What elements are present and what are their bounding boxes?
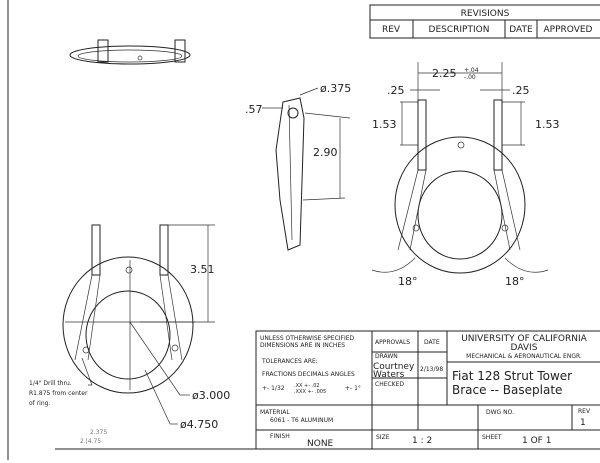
material-value: 6061 - T6 ALUMINUM <box>270 417 333 424</box>
drawing-title-line2: Brace -- Baseplate <box>452 383 562 397</box>
finish-label: FINISH <box>270 433 290 440</box>
drawn-name-last: Waters <box>373 370 405 380</box>
plan-view-right: 2.25 +.04 -.00 .25 .25 1.53 1.53 18° 18° <box>371 62 560 288</box>
dim-front-height: 3.51 <box>190 263 215 276</box>
description-column: DESCRIPTION <box>429 25 490 35</box>
spec-line2: DIMENSIONS ARE IN INCHES <box>260 342 345 349</box>
drill-note-line2: R1.875 from center <box>29 390 88 397</box>
date-label: DATE <box>424 339 440 346</box>
org-campus: DAVIS <box>511 343 538 353</box>
dim-angle-left: 18° <box>398 275 418 288</box>
revisions-table: REVISIONS REV DESCRIPTION DATE APPROVED <box>369 4 600 39</box>
drill-note-line3: of ring. <box>29 400 50 407</box>
dim-height-left: 1.53 <box>372 118 397 131</box>
dim-side-hole: ø.375 <box>320 82 351 95</box>
rev-column: REV <box>382 25 401 35</box>
approved-column: APPROVED <box>544 25 593 35</box>
checked-label: CHECKED <box>375 381 404 388</box>
size-value: 1 : 2 <box>412 436 432 446</box>
dim-top-width: 2.25 <box>432 67 457 80</box>
dim-top-tol-plus: +.04 <box>464 67 479 74</box>
handwritten-note-1: 2.375 <box>90 429 107 436</box>
handwritten-note-2: 2.|4.75 <box>80 438 101 445</box>
side-view: ø.375 .57 2.90 <box>245 82 351 251</box>
drawn-name-first: Courtney <box>373 362 415 372</box>
title-block: UNLESS OTHERWISE SPECIFIED DIMENSIONS AR… <box>255 330 600 450</box>
drill-note-line1: 1/4" Drill thru. <box>29 380 72 387</box>
dim-height-right: 1.53 <box>535 118 560 131</box>
isometric-view <box>69 39 191 65</box>
drill-note: 1/4" Drill thru. R1.875 from center of r… <box>29 380 107 445</box>
size-label: SIZE <box>376 434 390 441</box>
revisions-title: REVISIONS <box>461 9 510 19</box>
rev-label: REV <box>578 408 591 415</box>
tolerance-decimals-xx: .XX +- .02 <box>294 383 320 389</box>
dim-outer-dia: ø4.750 <box>180 418 218 431</box>
rev-value: 1 <box>580 418 586 428</box>
spec-line1: UNLESS OTHERWISE SPECIFIED <box>260 335 355 342</box>
drawn-date: 2/13/98 <box>420 366 443 373</box>
plan-view-left: 3.51 ø3.000 ø4.750 <box>62 224 230 431</box>
drawn-label: DRAWN <box>375 353 398 360</box>
dim-side-offset: .57 <box>245 103 263 116</box>
tolerance-decimals-xxx: .XXX +- .005 <box>294 389 326 395</box>
drawing-title-line1: Fiat 128 Strut Tower <box>452 369 572 383</box>
dim-inner-dia: ø3.000 <box>192 389 230 402</box>
approvals-label: APPROVALS <box>375 339 410 346</box>
dim-tab-right: .25 <box>512 84 530 97</box>
dim-angle-right: 18° <box>505 275 525 288</box>
dim-top-tol-minus: -.00 <box>464 74 476 81</box>
org-name: UNIVERSITY OF CALIFORNIA <box>461 334 587 344</box>
tolerance-angles: +- 1° <box>345 385 361 392</box>
tolerance-headers: FRACTIONS DECIMALS ANGLES <box>262 371 355 378</box>
tolerance-fractions: +- 1/32 <box>262 385 285 392</box>
sheet-value: 1 OF 1 <box>522 436 551 446</box>
dim-tab-left: .25 <box>387 84 405 97</box>
finish-value: NONE <box>307 439 334 449</box>
tolerances-label: TOLERANCES ARE: <box>261 358 318 365</box>
date-column: DATE <box>509 25 533 35</box>
sheet-label: SHEET <box>482 434 502 441</box>
dwg-no-label: DWG NO. <box>486 409 514 416</box>
dim-side-length: 2.90 <box>313 146 338 159</box>
material-label: MATERIAL <box>260 409 290 416</box>
org-department: MECHANICAL & AERONAUTICAL ENGR. <box>466 353 582 360</box>
